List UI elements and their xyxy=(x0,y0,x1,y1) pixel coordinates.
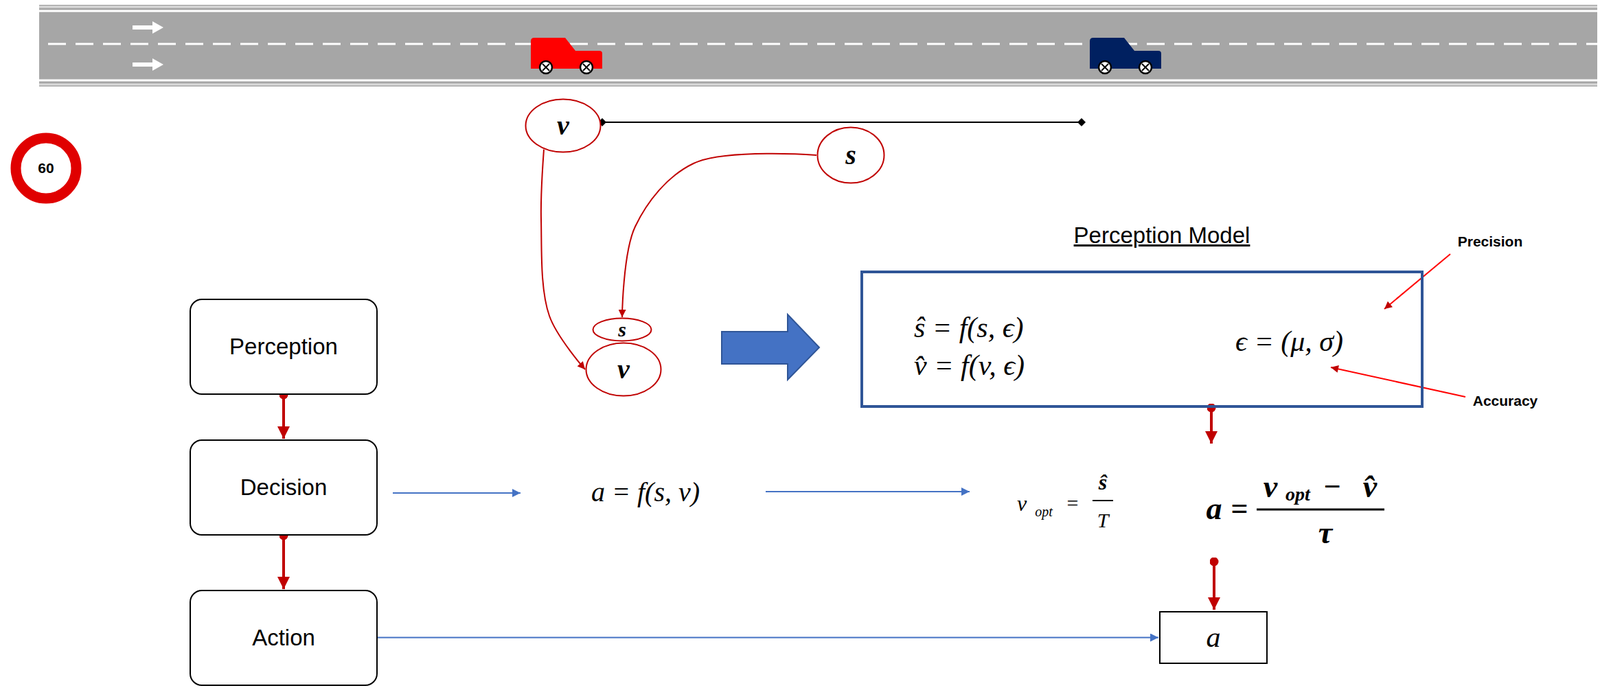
car-wheel xyxy=(580,61,593,74)
node-label: v xyxy=(617,353,630,386)
road xyxy=(39,4,1598,87)
ellipse-outline xyxy=(526,99,601,153)
node-label: v xyxy=(556,109,570,142)
direction-arrow xyxy=(132,21,164,34)
connector xyxy=(282,394,285,439)
variable-ellipse: v xyxy=(585,341,662,397)
leader-line xyxy=(1384,254,1451,310)
perception-model-box: Perception Modelŝ = f(s, ϵ)v̂ = f(v, ϵ)ϵ… xyxy=(860,270,1424,408)
ellipse-outline xyxy=(593,318,652,342)
callout-label: Accuracy xyxy=(1472,392,1539,410)
node-label: Decision xyxy=(240,474,328,501)
math-symbol: v xyxy=(1016,490,1027,517)
math-subscript: opt xyxy=(1034,504,1053,520)
decision-arrow xyxy=(765,490,970,493)
flow-arrow xyxy=(1212,561,1216,610)
connector xyxy=(622,153,817,318)
math-symbol: a xyxy=(1206,490,1223,527)
node-label: Perception xyxy=(229,333,338,360)
node-label: a xyxy=(1206,620,1221,654)
variable-circle: s xyxy=(816,126,886,185)
math-operator: = xyxy=(1230,490,1248,527)
car-wheel xyxy=(1139,61,1152,74)
road-edge xyxy=(39,6,1598,9)
decision-arrow xyxy=(392,492,521,494)
road-line xyxy=(39,10,1598,13)
node-label: s xyxy=(845,139,857,171)
block-arrow xyxy=(721,314,820,380)
car-wheel xyxy=(539,61,553,74)
sign-ring xyxy=(15,138,77,199)
fraction-bar xyxy=(1256,508,1385,511)
speed-limit-sign: 60 xyxy=(10,132,82,204)
connector-layer xyxy=(283,149,1159,638)
lane-divider xyxy=(48,43,1598,46)
connector xyxy=(377,637,1159,639)
variable-circle: v xyxy=(524,98,602,154)
gap-end xyxy=(1077,118,1086,127)
math-symbol: T xyxy=(1097,508,1110,533)
fraction-bar xyxy=(1092,499,1114,502)
process-box: Decision xyxy=(189,439,378,536)
ellipse-outline xyxy=(586,343,662,397)
math-symbol: v̂ xyxy=(1363,468,1377,505)
process-box: Perception xyxy=(189,298,378,395)
equation: ŝ = f(s, ϵ) xyxy=(913,311,1024,345)
connector xyxy=(282,535,285,590)
ellipse-outline xyxy=(817,127,885,184)
node-label: s xyxy=(618,319,627,340)
flow-arrow xyxy=(1209,407,1213,444)
model-heading: Perception Model xyxy=(1073,222,1251,249)
equation: ϵ = (μ, σ) xyxy=(1235,324,1344,358)
gap-line xyxy=(602,121,1082,123)
math-symbol: ŝ xyxy=(1098,469,1107,496)
car-wheel xyxy=(1098,61,1112,74)
road-line xyxy=(39,79,1598,82)
connector xyxy=(541,149,586,370)
road-edge xyxy=(39,83,1598,86)
node-label: Action xyxy=(252,624,316,651)
decision-function: a = f(s, v) xyxy=(591,475,700,509)
leader-line xyxy=(1330,367,1466,397)
math-symbol: v xyxy=(1263,468,1278,505)
node-label: 60 xyxy=(37,160,54,177)
equation: v̂ = f(v, ϵ) xyxy=(913,348,1025,382)
math-operator: − xyxy=(1323,469,1341,505)
direction-arrow xyxy=(132,58,164,71)
math-operator: = xyxy=(1067,491,1079,516)
math-subscript: opt xyxy=(1285,483,1311,506)
callout-label: Precision xyxy=(1457,233,1524,250)
process-box: Action xyxy=(189,589,378,687)
output-box: a xyxy=(1159,611,1268,665)
math-symbol: τ xyxy=(1318,514,1333,551)
variable-ellipse: s xyxy=(591,317,653,342)
